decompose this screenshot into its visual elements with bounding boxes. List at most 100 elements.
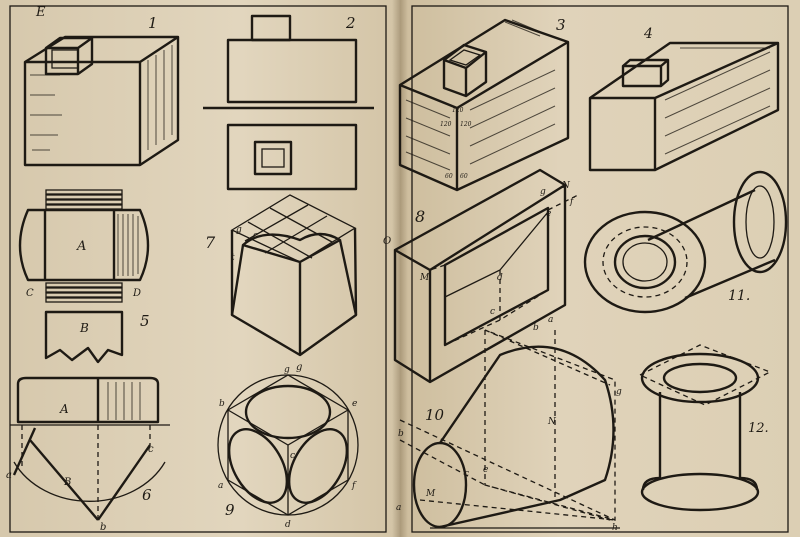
fig3-square-tube <box>442 43 488 98</box>
fig12-bottom-flange <box>640 472 760 512</box>
fig1-block-outline <box>23 35 180 167</box>
fig5-label-0: A <box>76 239 86 254</box>
fig6-number: 6 <box>142 486 152 504</box>
fig11-bore <box>613 234 677 290</box>
figure-1: E 1 <box>23 5 180 167</box>
fig5-broken-shaft <box>44 310 124 364</box>
fig6-label-0: A <box>59 402 69 416</box>
fig9-top-ellipse <box>244 384 332 440</box>
figure-8: N f g e O M d c b a 8 <box>383 168 579 384</box>
fig8-box-outline <box>393 168 567 384</box>
fig10-label-4: e <box>483 465 488 475</box>
fig5-number: 5 <box>140 312 150 330</box>
fig10-label-7: h <box>612 523 618 533</box>
fig8-label-3: e <box>546 209 551 219</box>
fig10-construction-lines <box>399 329 616 521</box>
fig6-nut-hatching <box>107 382 141 420</box>
fig11-far-flange-inner <box>745 185 775 259</box>
fig6-label-2: a <box>6 470 12 481</box>
fig6-circle-arc <box>13 461 166 502</box>
fig8-box-edges <box>394 183 566 382</box>
fig6-label-3: b <box>100 522 106 533</box>
fig3-label-4: 60 <box>460 173 468 180</box>
fig8-label-7: c <box>490 307 495 317</box>
fig9-label-0: g <box>284 365 290 375</box>
fig4-top-tab <box>621 58 670 88</box>
fig1-hatching <box>30 45 173 151</box>
fig8-number: 8 <box>415 207 425 226</box>
fig4-hatching <box>664 47 771 155</box>
fig3-block-edges <box>399 40 569 190</box>
fig7-label-1: c <box>253 231 258 241</box>
fig9-label-3: c <box>290 451 295 461</box>
fig8-label-0: N <box>561 181 571 191</box>
fig12-top-flange <box>640 352 760 404</box>
fig9-label-5: f <box>351 481 357 491</box>
fig2-number: 2 <box>345 14 356 32</box>
fig8-label-2: g <box>540 187 546 197</box>
figure-7: g c t g 7 <box>205 194 358 373</box>
left-page <box>0 0 400 537</box>
fig3-tube-hole <box>448 49 482 66</box>
fig1-block-edges <box>25 35 179 165</box>
fig7-label-2: t <box>231 253 235 263</box>
figure-3: 120 120 120 60 60 3 <box>398 16 570 192</box>
fig8-label-4: O <box>383 236 391 247</box>
fig11-bore-hidden <box>602 226 688 298</box>
fig7-frustum-edges <box>230 232 358 355</box>
fig6-label-4: c <box>148 444 154 455</box>
fig10-label-3: c <box>464 469 469 479</box>
fig8-label-9: a <box>548 315 553 325</box>
fig12-cylinder-sides <box>658 392 742 478</box>
fig12-dashed-plane <box>638 344 772 406</box>
fig2-top-nub <box>250 14 292 42</box>
fig7-label-0: g <box>236 225 242 235</box>
left-page-border <box>9 5 387 533</box>
fig12-top-hole <box>662 362 738 394</box>
fig11-number: 11. <box>728 288 750 304</box>
fig9-cube-edges <box>227 409 349 515</box>
fig4-number: 4 <box>643 26 653 42</box>
fig2-plan-inner-square <box>261 148 285 168</box>
fig8-label-6: d <box>497 273 503 283</box>
fig6-tangent-lines <box>12 427 151 521</box>
fig2-plan-outer-square <box>253 140 293 176</box>
fig10-number: 10 <box>425 406 445 424</box>
fig5-bottom-thread <box>45 282 123 303</box>
book-gutter <box>392 0 408 537</box>
fig3-label-1: 120 <box>440 121 452 128</box>
fig10-label-2: M <box>425 489 436 499</box>
fig3-hatching <box>405 19 556 171</box>
fig9-label-4: a <box>218 481 223 491</box>
figure-10: b a M c e N g h 10 <box>396 329 622 533</box>
figure-9: g b e c a f d 9 <box>217 365 359 530</box>
fig5-label-1: B <box>79 321 89 335</box>
fig9-right-ellipse <box>287 428 349 504</box>
fig7-top-square <box>230 194 357 263</box>
fig10-label-6: g <box>616 387 622 397</box>
fig11-far-flange <box>732 170 788 274</box>
fig4-block-outline <box>588 41 780 172</box>
fig5-top-thread <box>45 189 123 210</box>
figure-4: 4 <box>588 26 780 172</box>
fig9-left-ellipse <box>227 428 289 504</box>
fig1-tube-hole <box>51 49 79 69</box>
fig5-hex-nut <box>18 208 150 282</box>
fig3-label-3: 60 <box>445 173 453 180</box>
fig5-label-3: D <box>132 288 141 299</box>
fig1-number: 1 <box>148 14 158 32</box>
fig3-label-0: 120 <box>452 107 464 114</box>
fig8-label-1: f <box>569 197 575 207</box>
fig8-label-5: M <box>419 273 430 283</box>
fig2-elevation <box>226 38 358 104</box>
figure-12: 12. <box>638 344 772 512</box>
fig2-plan <box>226 123 358 191</box>
fig7-top-grid <box>244 204 333 259</box>
fig9-number: 9 <box>225 501 235 519</box>
fig4-block-edges <box>590 41 779 170</box>
fig6-label-1: B <box>63 477 71 488</box>
fig3-block-outline <box>398 18 570 192</box>
figure-5: A B C D 5 <box>18 189 150 364</box>
fig11-near-flange <box>583 210 707 314</box>
fig8-diagonal-cut <box>444 211 549 298</box>
